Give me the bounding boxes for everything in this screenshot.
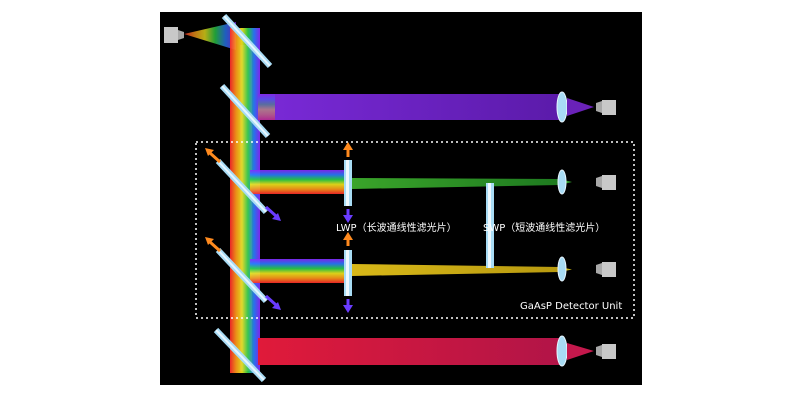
dichroic-mirror-icon — [221, 13, 273, 69]
detector-icon — [596, 175, 616, 190]
arrow-down-icon — [343, 209, 353, 223]
arrow-down-icon — [264, 205, 281, 221]
source-camera-icon — [164, 27, 184, 43]
dichroic-mirror-icon — [219, 83, 271, 139]
arrow-up-icon — [343, 232, 353, 246]
lwp-filter-lower — [344, 250, 352, 296]
arrow-down-icon — [264, 294, 281, 310]
arrow-up-icon — [205, 148, 222, 164]
purple-beam — [258, 94, 572, 120]
arrow-up-icon — [343, 142, 353, 157]
detector-icon — [596, 344, 616, 359]
detector-icon — [596, 100, 616, 115]
red-beam — [258, 338, 572, 365]
lwp-label: LWP（长波通线性滤光片） — [336, 221, 457, 234]
detector-unit-label: GaAsP Detector Unit — [520, 301, 622, 312]
lens-icon — [557, 169, 567, 195]
dichroic-mirror-icon — [215, 158, 269, 215]
lens-icon — [557, 256, 567, 282]
input-beam-fan — [184, 22, 236, 50]
green-beam — [352, 178, 560, 189]
swp-filter — [486, 183, 494, 268]
lwp-filter-upper — [344, 160, 352, 206]
lens-icon — [556, 91, 568, 123]
lens-icon — [556, 335, 568, 367]
swp-label: SWP（短波通线性滤光片） — [483, 221, 605, 234]
rainbow-beam-lower — [250, 259, 346, 283]
arrow-up-icon — [205, 237, 222, 253]
dichroic-mirror-icon — [213, 327, 267, 383]
yellow-beam — [352, 264, 560, 276]
rainbow-beam-upper — [250, 170, 346, 194]
arrow-down-icon — [343, 299, 353, 313]
detector-icon — [596, 262, 616, 277]
dichroic-mirror-icon — [215, 247, 269, 304]
detector-unit-frame — [195, 141, 635, 319]
